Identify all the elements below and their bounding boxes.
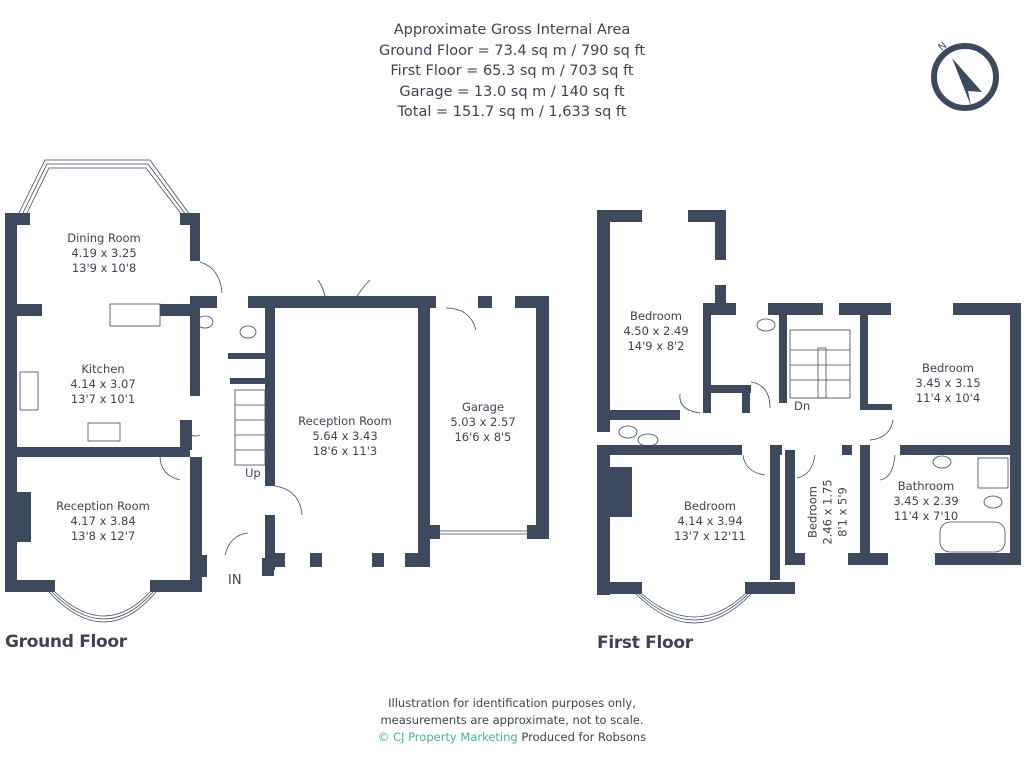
area-garage: Garage = 13.0 sq m / 140 sq ft xyxy=(399,83,625,100)
stairs-down-label: Dn xyxy=(794,399,811,413)
area-title: Approximate Gross Internal Area xyxy=(393,22,631,38)
room-imperial: 13'7 x 10'1 xyxy=(70,392,136,406)
room-name: Dining Room xyxy=(67,231,141,245)
room-metric: 4.50 x 2.49 xyxy=(623,324,689,338)
room-metric: 5.03 x 2.57 xyxy=(450,415,516,429)
fixtures-and-doors xyxy=(17,159,1009,624)
room-name: Bathroom xyxy=(897,479,955,493)
room-metric: 5.64 x 3.43 xyxy=(312,429,378,443)
disclaimer-footer: Illustration for identification purposes… xyxy=(312,695,712,746)
room-imperial: 13'8 x 12'7 xyxy=(70,529,136,543)
ground-floor-title: Ground Floor xyxy=(5,632,127,652)
room-name: Bedroom xyxy=(629,309,683,323)
room-imperial: 14'9 x 8'2 xyxy=(627,339,685,353)
stairs-up-label: Up xyxy=(245,466,261,480)
room-imperial: 16'6 x 8'5 xyxy=(454,430,512,444)
room-garage: Garage 5.03 x 2.57 16'6 x 8'5 xyxy=(450,400,515,445)
room-name: Reception Room xyxy=(298,414,392,428)
room-metric: 2.46 x 1.75 xyxy=(820,479,835,545)
room-name: Bedroom xyxy=(805,485,820,539)
room-dining-room: Dining Room 4.19 x 3.25 13'9 x 10'8 xyxy=(67,231,141,276)
area-ground-floor: Ground Floor = 73.4 sq m / 790 sq ft xyxy=(378,42,646,59)
area-first-floor: First Floor = 65.3 sq m / 703 sq ft xyxy=(390,63,634,79)
first-floor-title: First Floor xyxy=(597,633,693,653)
entrance-label: IN xyxy=(228,573,242,588)
room-bathroom: Bathroom 3.45 x 2.39 11'4 x 7'10 xyxy=(893,479,958,524)
room-bedroom-3: Bedroom 4.14 x 3.94 13'7 x 12'11 xyxy=(674,499,746,544)
room-name: Reception Room xyxy=(56,499,150,513)
room-metric: 4.14 x 3.07 xyxy=(70,377,136,391)
room-metric: 4.14 x 3.94 xyxy=(677,514,743,528)
credit-line: © CJ Property Marketing Produced for Rob… xyxy=(312,729,712,746)
produced-for: Produced for Robsons xyxy=(521,730,647,744)
walls xyxy=(5,210,1021,595)
room-imperial: 11'4 x 10'4 xyxy=(915,391,981,405)
compass-north-icon: N xyxy=(931,40,999,111)
room-bedroom-2: Bedroom 3.45 x 3.15 11'4 x 10'4 xyxy=(915,361,980,406)
room-imperial: 18'6 x 11'3 xyxy=(312,444,378,458)
room-bedroom-4: Bedroom 2.46 x 1.75 8'1 x 5'9 xyxy=(806,479,851,544)
disclaimer-line-1: Illustration for identification purposes… xyxy=(388,696,636,710)
room-imperial: 11'4 x 7'10 xyxy=(893,509,959,523)
room-imperial: 13'9 x 10'8 xyxy=(71,261,137,275)
room-metric: 4.17 x 3.84 xyxy=(70,514,136,528)
room-name: Garage xyxy=(461,400,505,414)
room-kitchen: Kitchen 4.14 x 3.07 13'7 x 10'1 xyxy=(70,362,135,407)
room-name: Bedroom xyxy=(921,361,975,375)
room-imperial: 8'1 x 5'9 xyxy=(835,487,850,537)
room-bedroom-1: Bedroom 4.50 x 2.49 14'9 x 8'2 xyxy=(623,309,688,354)
disclaimer-line-2: measurements are approximate, not to sca… xyxy=(380,713,644,727)
room-imperial: 13'7 x 12'11 xyxy=(674,529,746,543)
gross-internal-area-summary: Approximate Gross Internal Area Ground F… xyxy=(312,20,712,123)
brand-credit: © CJ Property Marketing xyxy=(377,730,518,744)
room-metric: 4.19 x 3.25 xyxy=(71,246,137,260)
room-reception-room-2: Reception Room 5.64 x 3.43 18'6 x 11'3 xyxy=(298,414,392,459)
area-total: Total = 151.7 sq m / 1,633 sq ft xyxy=(397,104,627,120)
room-name: Bedroom xyxy=(683,499,736,513)
room-name: Kitchen xyxy=(81,362,125,376)
room-metric: 3.45 x 3.15 xyxy=(915,376,981,390)
room-reception-room-1: Reception Room 4.17 x 3.84 13'8 x 12'7 xyxy=(56,499,150,544)
room-metric: 3.45 x 2.39 xyxy=(893,494,959,508)
